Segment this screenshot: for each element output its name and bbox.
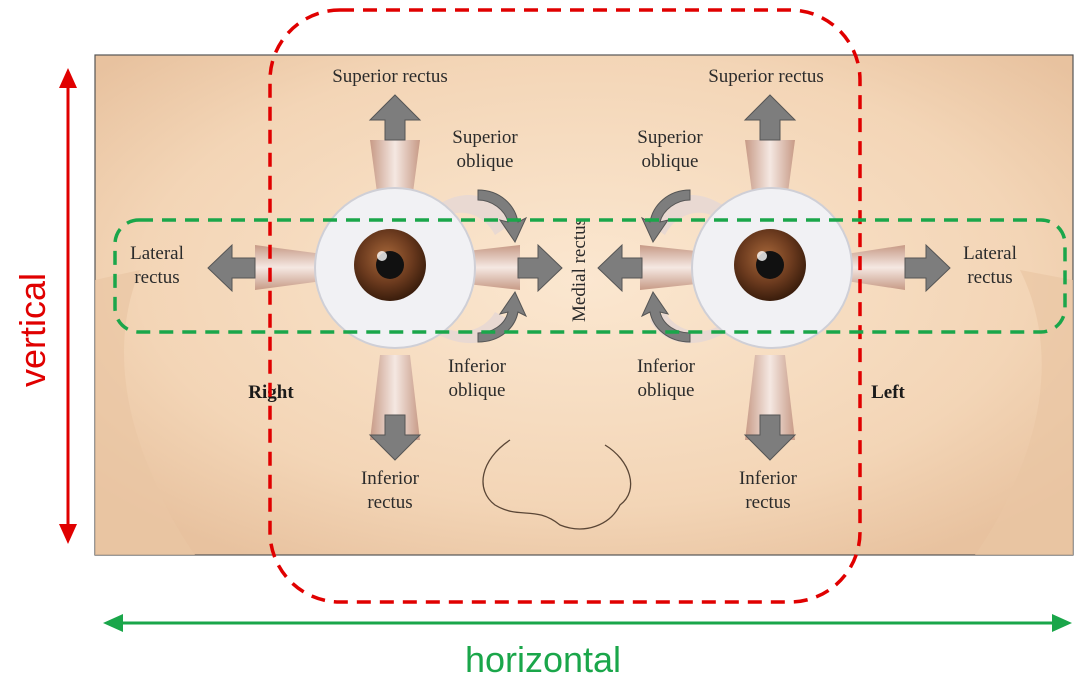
label-lateral-rectus-right-1: Lateral [130,243,184,264]
label-superior-oblique-left-1: Superior [637,127,703,148]
label-superior-oblique-right-1: Superior [452,127,518,148]
label-lateral-rectus-left-2: rectus [967,267,1012,288]
label-inferior-oblique-left-1: Inferior [637,356,696,377]
label-inferior-oblique-right-1: Inferior [448,356,507,377]
label-superior-rectus-left: Superior rectus [708,66,824,87]
label-inferior-rectus-left-1: Inferior [739,468,798,489]
label-medial-rectus: Medial rectus [569,218,590,322]
horizontal-axis-label: horizontal [465,639,621,679]
vertical-axis-label: vertical [12,273,53,387]
label-inferior-rectus-right-1: Inferior [361,468,420,489]
illustration: Superior rectus Superior rectus Superior… [95,55,1073,555]
vertical-arrowhead-bottom [59,524,77,544]
label-superior-oblique-left-2: oblique [642,151,699,172]
horizontal-arrowhead-left [103,614,123,632]
label-inferior-oblique-left-2: oblique [638,380,695,401]
label-inferior-rectus-left-2: rectus [745,492,790,513]
label-inferior-rectus-right-2: rectus [367,492,412,513]
label-side-left: Left [871,382,905,403]
horizontal-arrowhead-right [1052,614,1072,632]
horizontal-axis-arrow [103,614,1072,632]
label-superior-rectus-right: Superior rectus [332,66,448,87]
right-eye-highlight [377,251,387,261]
vertical-axis-arrow [59,68,77,544]
left-eye-highlight [757,251,767,261]
vertical-arrowhead-top [59,68,77,88]
label-lateral-rectus-left-1: Lateral [963,243,1017,264]
label-inferior-oblique-right-2: oblique [449,380,506,401]
label-lateral-rectus-right-2: rectus [134,267,179,288]
label-superior-oblique-right-2: oblique [457,151,514,172]
